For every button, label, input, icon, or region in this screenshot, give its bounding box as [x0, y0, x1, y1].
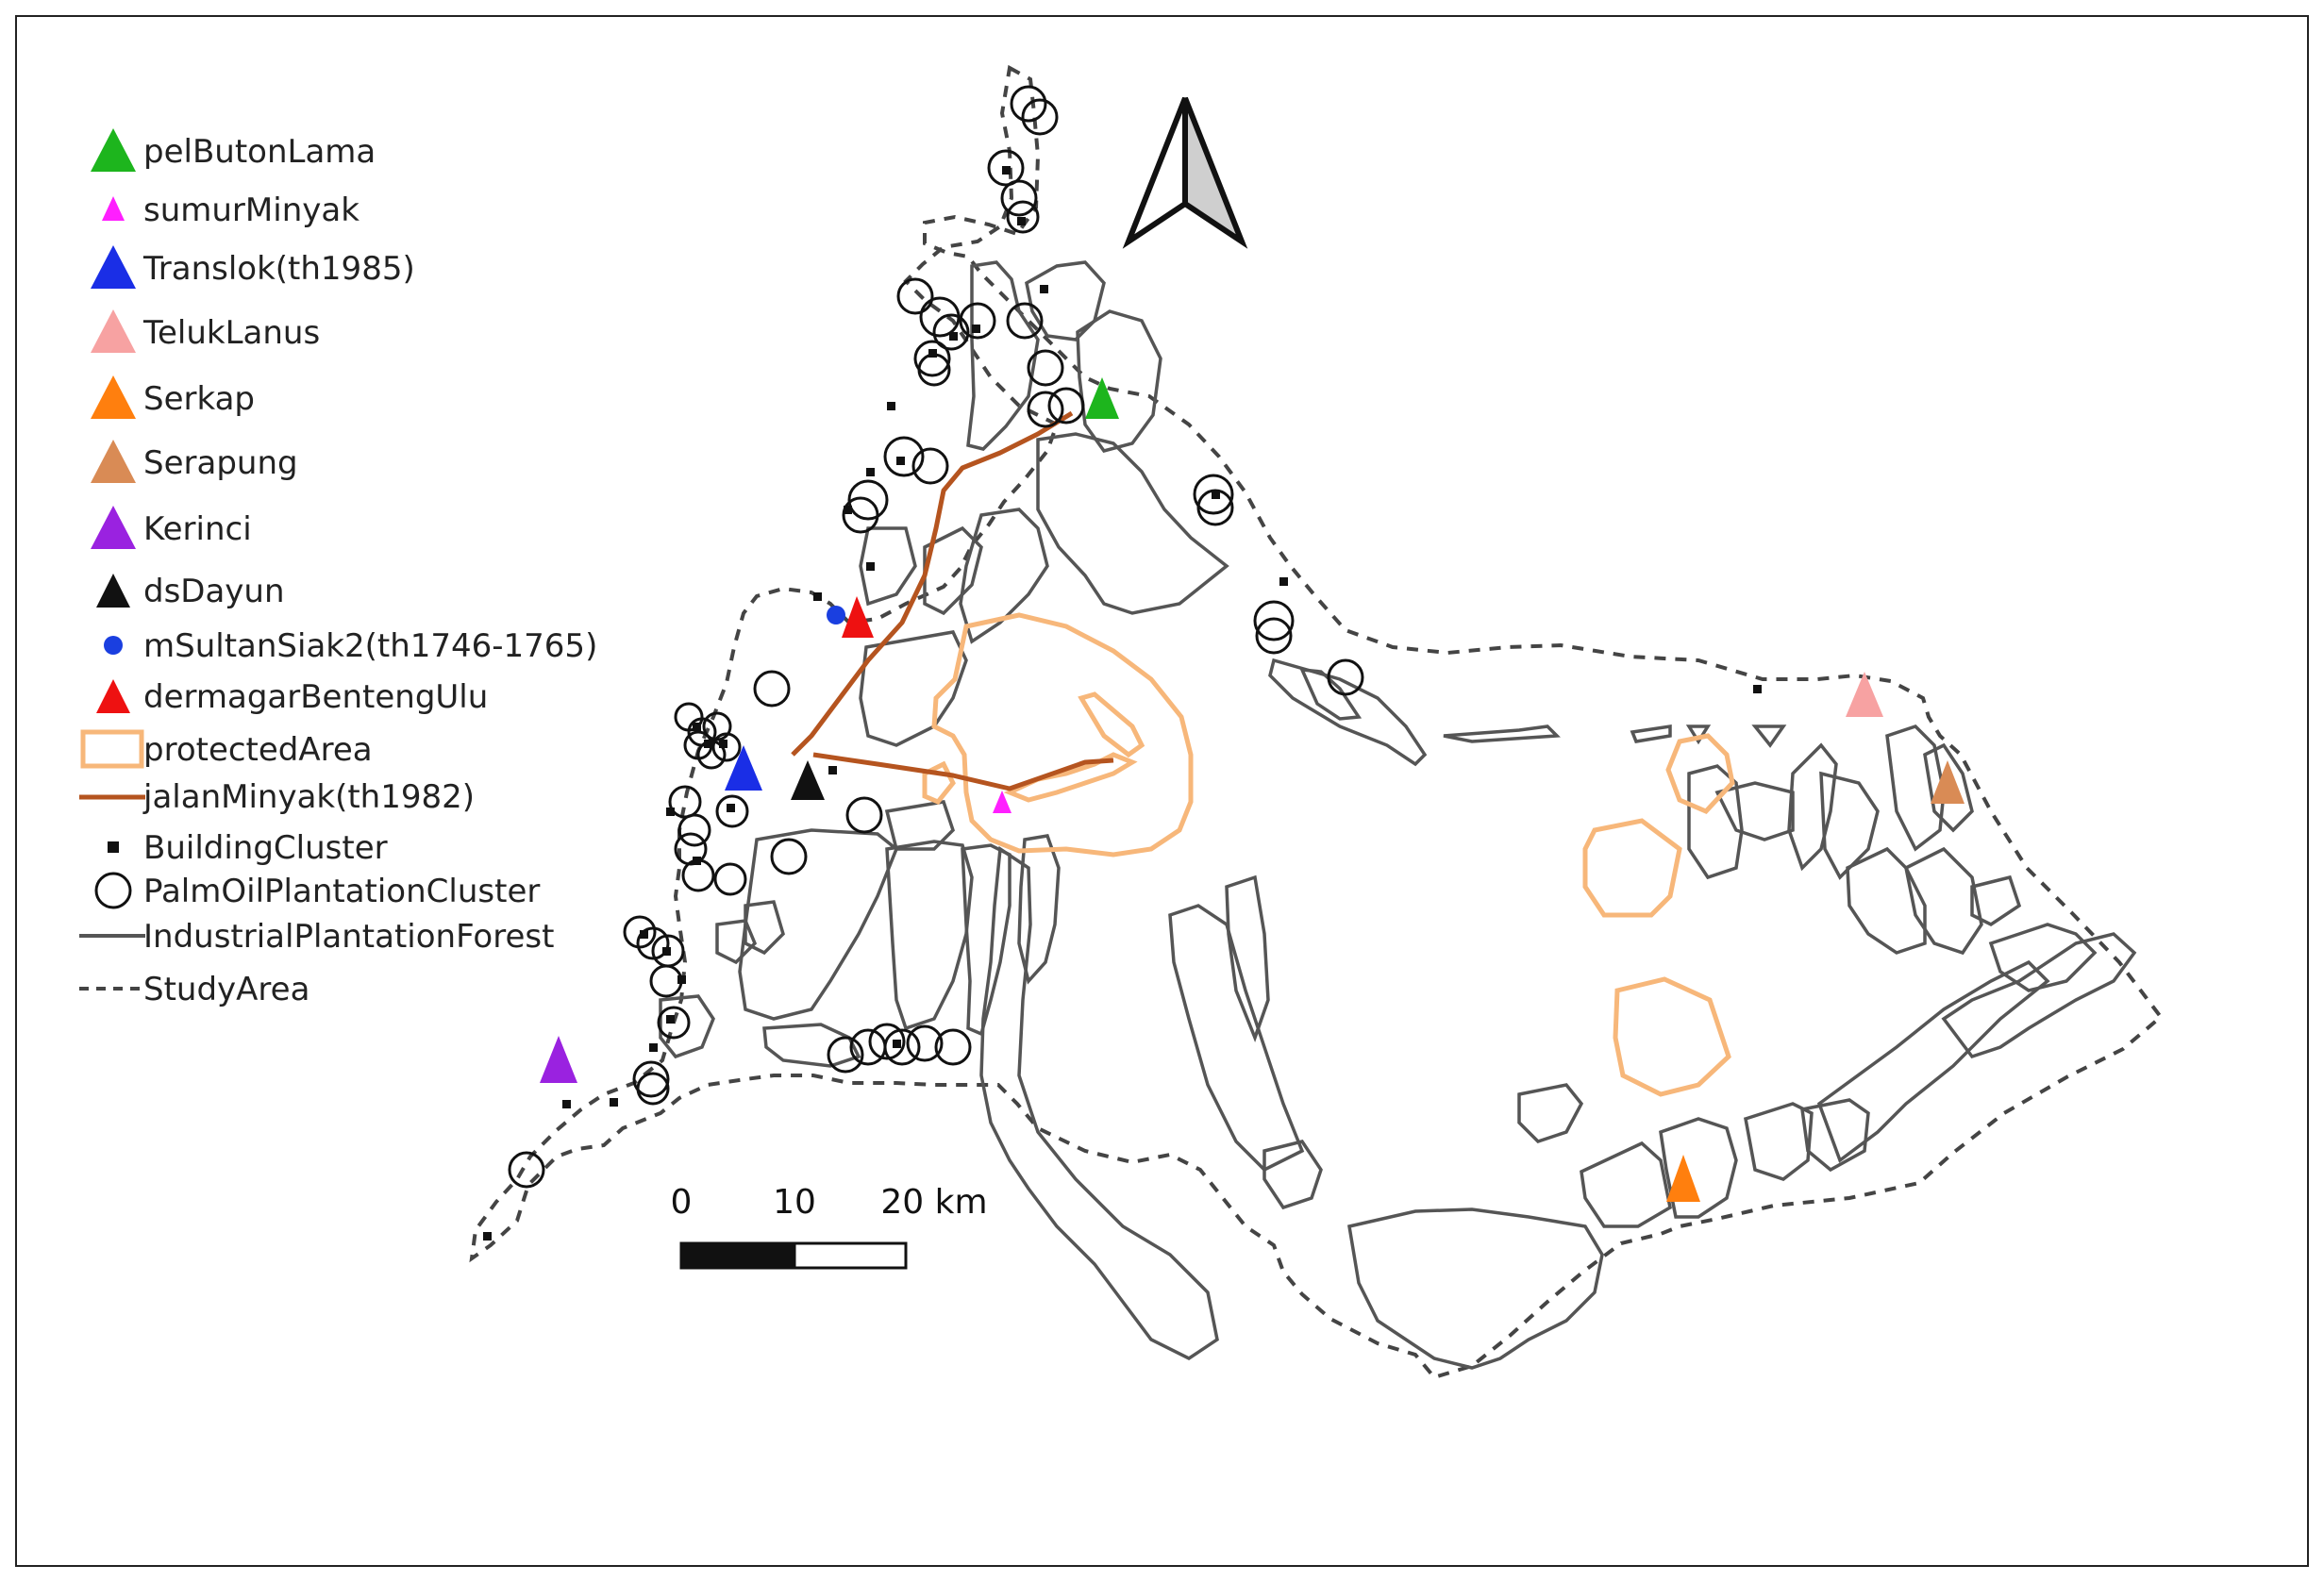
scale-label-20: 20 km [880, 1183, 987, 1222]
legend-label-studyarea: StudyArea [143, 971, 309, 1008]
legend-symbol-building [108, 841, 119, 853]
pelbutonlama-marker [1085, 377, 1119, 419]
legend-symbol-translok [91, 245, 136, 289]
translok-marker [725, 745, 762, 791]
legend-symbol-serkap [91, 375, 136, 419]
legend-symbol-msultansiak [104, 636, 123, 655]
scale-label-0: 0 [671, 1183, 693, 1222]
legend-label-msultansiak: mSultanSiak2(th1746-1765) [143, 627, 597, 665]
point-features [540, 377, 1965, 1202]
serkap-marker [1666, 1155, 1700, 1202]
industrial-plantation-forest [659, 260, 2137, 1370]
legend-label-building: BuildingCluster [143, 829, 388, 867]
oil-road [791, 410, 1114, 791]
study-area-boundary [469, 64, 2164, 1380]
palm-oil-clusters [508, 85, 1364, 1189]
legend-label-sumurminyak: sumurMinyak [143, 192, 359, 229]
legend-symbol-protectedarea [80, 729, 144, 769]
legend-symbol-palmoil [94, 872, 132, 909]
legend-label-translok: Translok(th1985) [142, 250, 415, 288]
protected-area [922, 612, 1735, 1097]
scale-bar: 0 10 20 km [671, 1183, 988, 1270]
map-frame [15, 15, 2309, 1567]
legend-symbol-dsdayun [96, 574, 130, 608]
dsdayun-marker [791, 760, 825, 800]
legend-label-dsdayun: dsDayun [143, 573, 285, 610]
legend-symbol-sumurminyak [102, 196, 125, 221]
legend-label-jalanminyak: jalanMinyak(th1982) [142, 778, 475, 816]
sumurminyak-marker [993, 791, 1012, 813]
legend-label-serkap: Serkap [143, 380, 255, 418]
legend-label-dermagar: dermagarBentengUlu [143, 678, 488, 716]
legend-label-palmoil: PalmOilPlantationCluster [143, 873, 540, 910]
legend-symbol-teluklanus [91, 309, 136, 353]
legend-label-serapung: Serapung [143, 444, 298, 482]
legend-symbol-serapung [91, 440, 136, 483]
kerinci-marker [540, 1036, 577, 1083]
north-arrow-icon [1122, 96, 1248, 249]
legend-symbol-kerinci [91, 506, 136, 549]
dermagar-marker [842, 596, 874, 638]
legend-label-industrial: IndustrialPlantationForest [143, 918, 554, 956]
legend-label-pelbutonlama: pelButonLama [143, 133, 376, 171]
scale-label-10: 10 [773, 1183, 816, 1222]
legend-symbol-dermagar [96, 679, 130, 713]
msultansiak-marker [827, 606, 845, 624]
legend-label-teluklanus: TelukLanus [142, 314, 320, 352]
teluklanus-marker [1846, 672, 1883, 717]
building-clusters [483, 166, 1762, 1241]
legend-symbol-pelbutonlama [91, 128, 136, 172]
legend-label-kerinci: Kerinci [143, 510, 252, 548]
legend-label-protectedarea: protectedArea [143, 731, 373, 769]
legend: pelButonLama sumurMinyak Translok(th1985… [79, 128, 597, 1008]
serapung-marker [1931, 760, 1965, 804]
